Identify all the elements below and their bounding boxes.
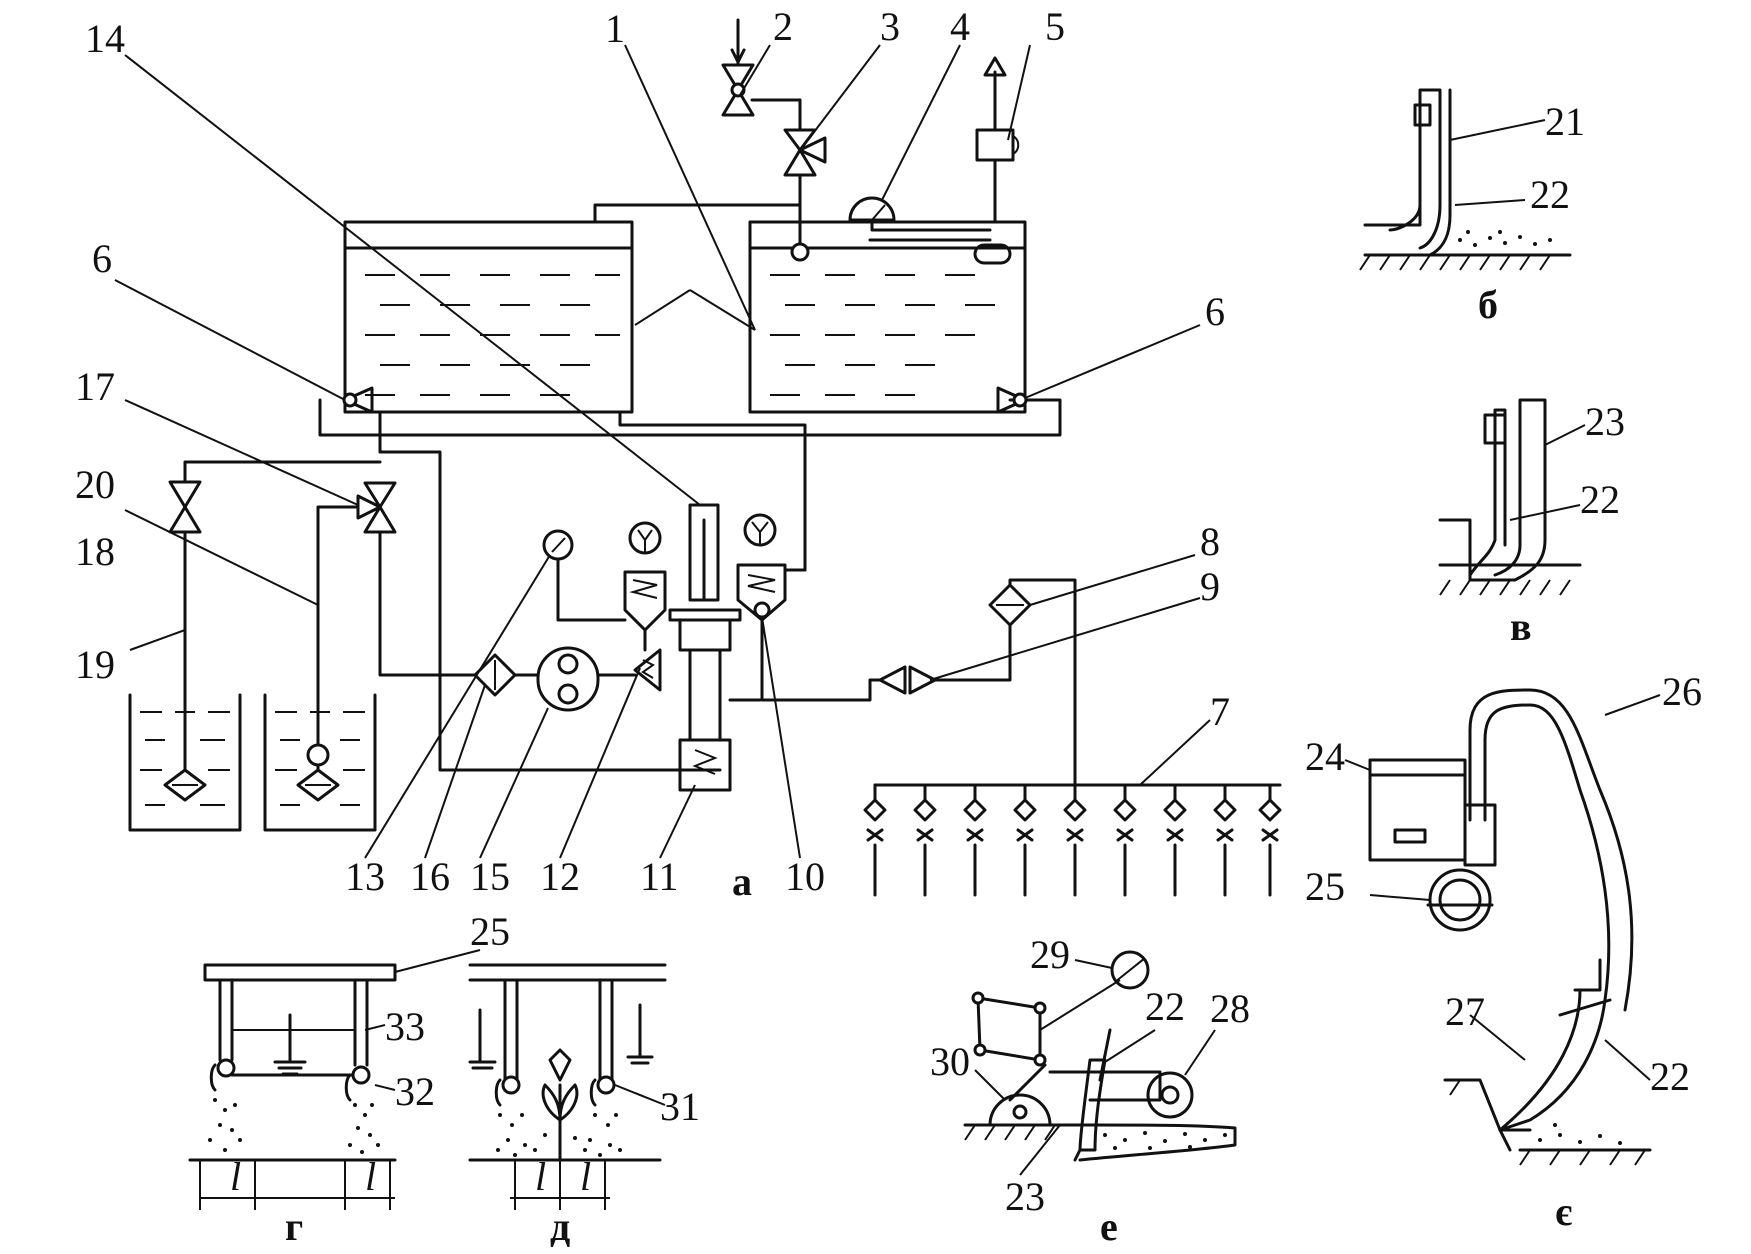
leader-lines xyxy=(114,44,1211,859)
manometer-13 xyxy=(542,529,627,622)
label-29: 29 xyxy=(1030,932,1070,977)
label-22-e: 22 xyxy=(1145,984,1185,1029)
subfig-b xyxy=(1359,88,1572,271)
dim-l-g1: l xyxy=(230,1154,241,1199)
container-19 xyxy=(128,693,242,832)
valve-20 xyxy=(168,480,202,772)
regulator-10 xyxy=(736,513,882,702)
label-4: 4 xyxy=(950,4,970,49)
label-5: 5 xyxy=(1045,4,1065,49)
label-16: 16 xyxy=(410,854,450,899)
valve-2 xyxy=(721,18,755,117)
caption-g: г xyxy=(285,1204,303,1249)
nozzle-row xyxy=(863,783,1282,897)
valve-6-left xyxy=(318,386,1062,437)
label-12: 12 xyxy=(540,854,580,899)
label-33: 33 xyxy=(385,1004,425,1049)
label-25-ye: 25 xyxy=(1305,864,1345,909)
label-25-g: 25 xyxy=(470,909,510,954)
caption-a: а xyxy=(732,859,752,904)
valve-17 xyxy=(316,481,477,772)
filter-16 xyxy=(473,653,540,697)
subfig-d xyxy=(468,963,667,1210)
scheme-a xyxy=(114,18,1282,897)
label-8: 8 xyxy=(1200,519,1220,564)
breather-5 xyxy=(975,56,1020,224)
label-14: 14 xyxy=(85,16,125,61)
label-22-v: 22 xyxy=(1580,477,1620,522)
label-7: 7 xyxy=(1210,689,1230,734)
label-27: 27 xyxy=(1445,989,1485,1034)
caption-d: д xyxy=(550,1204,570,1249)
label-24: 24 xyxy=(1305,734,1345,779)
label-6-left: 6 xyxy=(92,236,112,281)
label-11: 11 xyxy=(640,854,679,899)
label-31: 31 xyxy=(660,1084,700,1129)
label-1: 1 xyxy=(605,6,625,51)
label-23-v: 23 xyxy=(1585,399,1625,444)
subfig-g xyxy=(188,949,481,1210)
caption-ye: є xyxy=(1555,1189,1572,1234)
gauge-4 xyxy=(848,196,992,232)
subfig-ye xyxy=(1344,688,1661,1166)
label-13: 13 xyxy=(345,854,385,899)
label-2: 2 xyxy=(773,4,793,49)
label-28: 28 xyxy=(1210,986,1250,1031)
label-9: 9 xyxy=(1200,564,1220,609)
label-20: 20 xyxy=(75,462,115,507)
pump-15 xyxy=(536,646,637,712)
distributor-14 xyxy=(668,503,762,792)
label-23-e: 23 xyxy=(1005,1174,1045,1219)
caption-e: е xyxy=(1100,1204,1118,1249)
dim-l-d2: l xyxy=(580,1154,591,1199)
label-18: 18 xyxy=(75,529,115,574)
caption-b: б xyxy=(1478,282,1498,327)
dim-l-g2: l xyxy=(365,1154,376,1199)
dim-l-d1: l xyxy=(535,1154,546,1199)
label-3: 3 xyxy=(880,4,900,49)
valve-6-right xyxy=(996,386,1028,414)
caption-v: в xyxy=(1510,604,1532,649)
label-21: 21 xyxy=(1545,99,1585,144)
number-labels: 14 1 2 3 4 5 6 6 17 20 18 19 8 9 7 13 16… xyxy=(75,4,1702,1219)
left-tank xyxy=(343,220,634,414)
label-32: 32 xyxy=(395,1069,435,1114)
label-30: 30 xyxy=(930,1039,970,1084)
subfigure-captions: а б в г д е є xyxy=(285,282,1572,1249)
label-15: 15 xyxy=(470,854,510,899)
label-19: 19 xyxy=(75,642,115,687)
label-10: 10 xyxy=(785,854,825,899)
valve-3 xyxy=(750,98,827,262)
label-26: 26 xyxy=(1662,669,1702,714)
subfig-e xyxy=(963,950,1237,1176)
filter-8 xyxy=(988,578,1077,787)
label-22-ye: 22 xyxy=(1650,1054,1690,1099)
subfig-v xyxy=(1438,398,1586,596)
boom-7 xyxy=(863,783,1282,897)
regulator-12 xyxy=(623,521,667,692)
label-17: 17 xyxy=(75,364,115,409)
container-18 xyxy=(263,693,377,832)
valve-9 xyxy=(878,623,1012,695)
label-22-b: 22 xyxy=(1530,172,1570,217)
label-6-right: 6 xyxy=(1205,289,1225,334)
